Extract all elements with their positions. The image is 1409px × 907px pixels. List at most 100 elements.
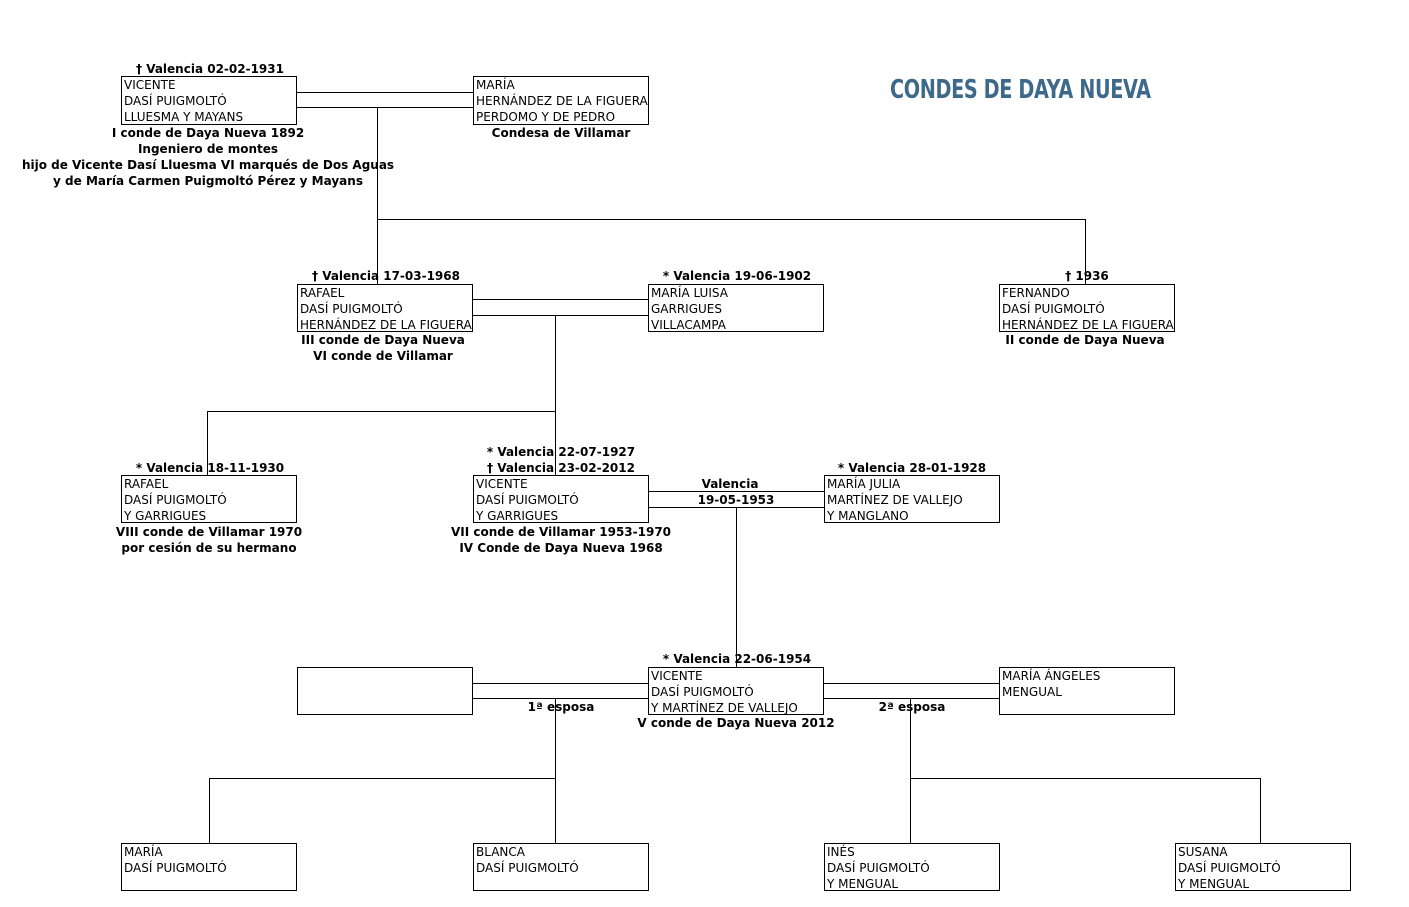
descent-line: [910, 698, 911, 843]
name-line: GARRIGUES: [651, 302, 723, 316]
title-notes: VII conde de Villamar 1953-1970 IV Conde…: [431, 524, 691, 556]
name-line: DASÍ PUIGMOLTÓ: [1178, 861, 1281, 875]
title-notes: VIII conde de Villamar 1970 por cesión d…: [99, 524, 319, 556]
death-date-label: † Valencia 23-02-2012: [487, 461, 635, 475]
note: VII conde de Villamar 1953-1970: [450, 525, 672, 539]
note: VI conde de Villamar: [313, 349, 453, 363]
name-line: BLANCA: [476, 845, 525, 859]
name-line: Y GARRIGUES: [124, 509, 207, 523]
name-line: DASÍ PUIGMOLTÓ: [651, 685, 754, 699]
name-line: MENGUAL: [1002, 685, 1062, 699]
name-line: SUSANA: [1178, 845, 1228, 859]
name-line: FERNANDO: [1002, 286, 1070, 300]
person-box-maria-dasi: MARÍA DASÍ PUIGMOLTÓ: [121, 843, 297, 891]
name-line: DASÍ PUIGMOLTÓ: [124, 861, 227, 875]
birth-date-label: * Valencia 22-07-1927: [486, 445, 636, 459]
note: III conde de Daya Nueva: [301, 333, 465, 347]
name-line: VICENTE: [124, 78, 176, 92]
person-box-susana-dasi: SUSANA DASÍ PUIGMOLTÓ Y MENGUAL: [1175, 843, 1351, 891]
name-line: MARÍA JULIA: [827, 477, 901, 491]
name-line: VICENTE: [651, 669, 703, 683]
name-line: HERNÁNDEZ DE LA FIGUERA: [300, 318, 472, 332]
descent-line: [555, 698, 556, 843]
marriage-line: [648, 491, 824, 492]
descent-line: [377, 107, 378, 220]
person-box-ines-dasi: INÉS DASÍ PUIGMOLTÓ Y MENGUAL: [824, 843, 1000, 891]
descent-line: [207, 411, 208, 476]
person-box-maria-angeles-mengual: MARÍA ÁNGELES MENGUAL: [999, 667, 1175, 715]
marriage-line: [473, 299, 649, 300]
marriage-line: [473, 698, 649, 699]
person-box-rafael-dasi-garrigues: RAFAEL DASÍ PUIGMOLTÓ Y GARRIGUES: [121, 475, 297, 523]
name-line: MARÍA: [476, 78, 515, 92]
marriage-line: [473, 683, 649, 684]
name-line: VILLACAMPA: [651, 318, 727, 332]
birth-date-label: * Valencia 28-01-1928: [837, 461, 987, 475]
person-box-maria-hernandez: MARÍA HERNÁNDEZ DE LA FIGUERA PERDOMO Y …: [473, 76, 649, 125]
descent-line: [377, 219, 378, 284]
name-line: Y MARTÍNEZ DE VALLEJO: [651, 701, 798, 715]
descent-line: [555, 315, 556, 476]
title-notes: I conde de Daya Nueva 1892 Ingeniero de …: [8, 125, 408, 189]
birth-date-label: * Valencia 18-11-1930: [135, 461, 285, 475]
name-line: RAFAEL: [300, 286, 345, 300]
name-line: MARÍA ÁNGELES: [1002, 669, 1101, 683]
name-line: MARÍA: [124, 845, 163, 859]
name-line: DASÍ PUIGMOLTÓ: [476, 861, 579, 875]
note: Ingeniero de montes: [137, 142, 279, 156]
note: II conde de Daya Nueva: [1005, 333, 1165, 347]
title-notes: V conde de Daya Nueva 2012: [606, 715, 866, 731]
name-line: DASÍ PUIGMOLTÓ: [124, 493, 227, 507]
descent-line: [1085, 219, 1086, 284]
name-line: PERDOMO Y DE PEDRO: [476, 110, 616, 124]
name-line: VICENTE: [476, 477, 528, 491]
death-date-label: † 1936: [1065, 269, 1109, 283]
note: y de María Carmen Puigmoltó Pérez y Maya…: [53, 174, 363, 188]
name-line: RAFAEL: [124, 477, 169, 491]
descent-line: [209, 778, 210, 843]
spouse-order-label: 1ª esposa: [527, 700, 595, 714]
marriage-date-label: 19-05-1953: [697, 493, 775, 507]
person-box-vicente-dasi-martinez: VICENTE DASÍ PUIGMOLTÓ Y MARTÍNEZ DE VAL…: [648, 667, 824, 715]
birth-date-label: * Valencia 22-06-1954: [662, 652, 812, 666]
note: por cesión de su hermano: [121, 541, 297, 555]
marriage-place-label: Valencia: [701, 477, 759, 491]
person-box-blanca-dasi: BLANCA DASÍ PUIGMOLTÓ: [473, 843, 649, 891]
person-box-maria-julia-martinez: MARÍA JULIA MARTÍNEZ DE VALLEJO Y MANGLA…: [824, 475, 1000, 523]
spouse-order-label: 2ª esposa: [878, 700, 946, 714]
name-line: DASÍ PUIGMOLTÓ: [827, 861, 930, 875]
name-line: MARÍA LUISA: [651, 286, 728, 300]
name-line: LLUESMA Y MAYANS: [124, 110, 244, 124]
name-line: MARTÍNEZ DE VALLEJO: [827, 493, 963, 507]
name-line: HERNÁNDEZ DE LA FIGUERA: [1002, 318, 1174, 332]
note: I conde de Daya Nueva 1892: [111, 126, 305, 140]
person-box-first-wife-empty: [297, 667, 473, 715]
name-line: INÉS: [827, 845, 855, 859]
name-line: Y MANGLANO: [827, 509, 909, 523]
person-box-maria-luisa-garrigues: MARÍA LUISA GARRIGUES VILLACAMPA: [648, 284, 824, 332]
marriage-line: [297, 92, 473, 93]
person-box-vicente-dasi-lluesma: VICENTE DASÍ PUIGMOLTÓ LLUESMA Y MAYANS: [121, 76, 297, 125]
name-line: DASÍ PUIGMOLTÓ: [1002, 302, 1105, 316]
name-line: Y MENGUAL: [1178, 877, 1250, 891]
sibling-line: [377, 219, 1086, 220]
descent-line: [736, 507, 737, 667]
note: VIII conde de Villamar 1970: [115, 525, 303, 539]
marriage-line: [297, 107, 473, 108]
sibling-line: [209, 778, 555, 779]
person-box-rafael-dasi-hernandez: RAFAEL DASÍ PUIGMOLTÓ HERNÁNDEZ DE LA FI…: [297, 284, 473, 332]
name-line: DASÍ PUIGMOLTÓ: [476, 493, 579, 507]
death-date-label: † Valencia 17-03-1968: [312, 269, 460, 283]
title-notes: Condesa de Villamar: [461, 125, 661, 141]
title-notes: III conde de Daya Nueva VI conde de Vill…: [283, 332, 483, 364]
person-box-fernando-dasi: FERNANDO DASÍ PUIGMOLTÓ HERNÁNDEZ DE LA …: [999, 284, 1175, 332]
name-line: DASÍ PUIGMOLTÓ: [124, 94, 227, 108]
note: Condesa de Villamar: [491, 126, 631, 140]
person-box-vicente-dasi-garrigues: VICENTE DASÍ PUIGMOLTÓ Y GARRIGUES: [473, 475, 649, 523]
marriage-line: [473, 315, 649, 316]
descent-line: [1260, 778, 1261, 843]
name-line: HERNÁNDEZ DE LA FIGUERA: [476, 94, 648, 108]
name-line: Y GARRIGUES: [476, 509, 559, 523]
death-date-label: † Valencia 02-02-1931: [136, 62, 284, 76]
sibling-line: [910, 778, 1261, 779]
